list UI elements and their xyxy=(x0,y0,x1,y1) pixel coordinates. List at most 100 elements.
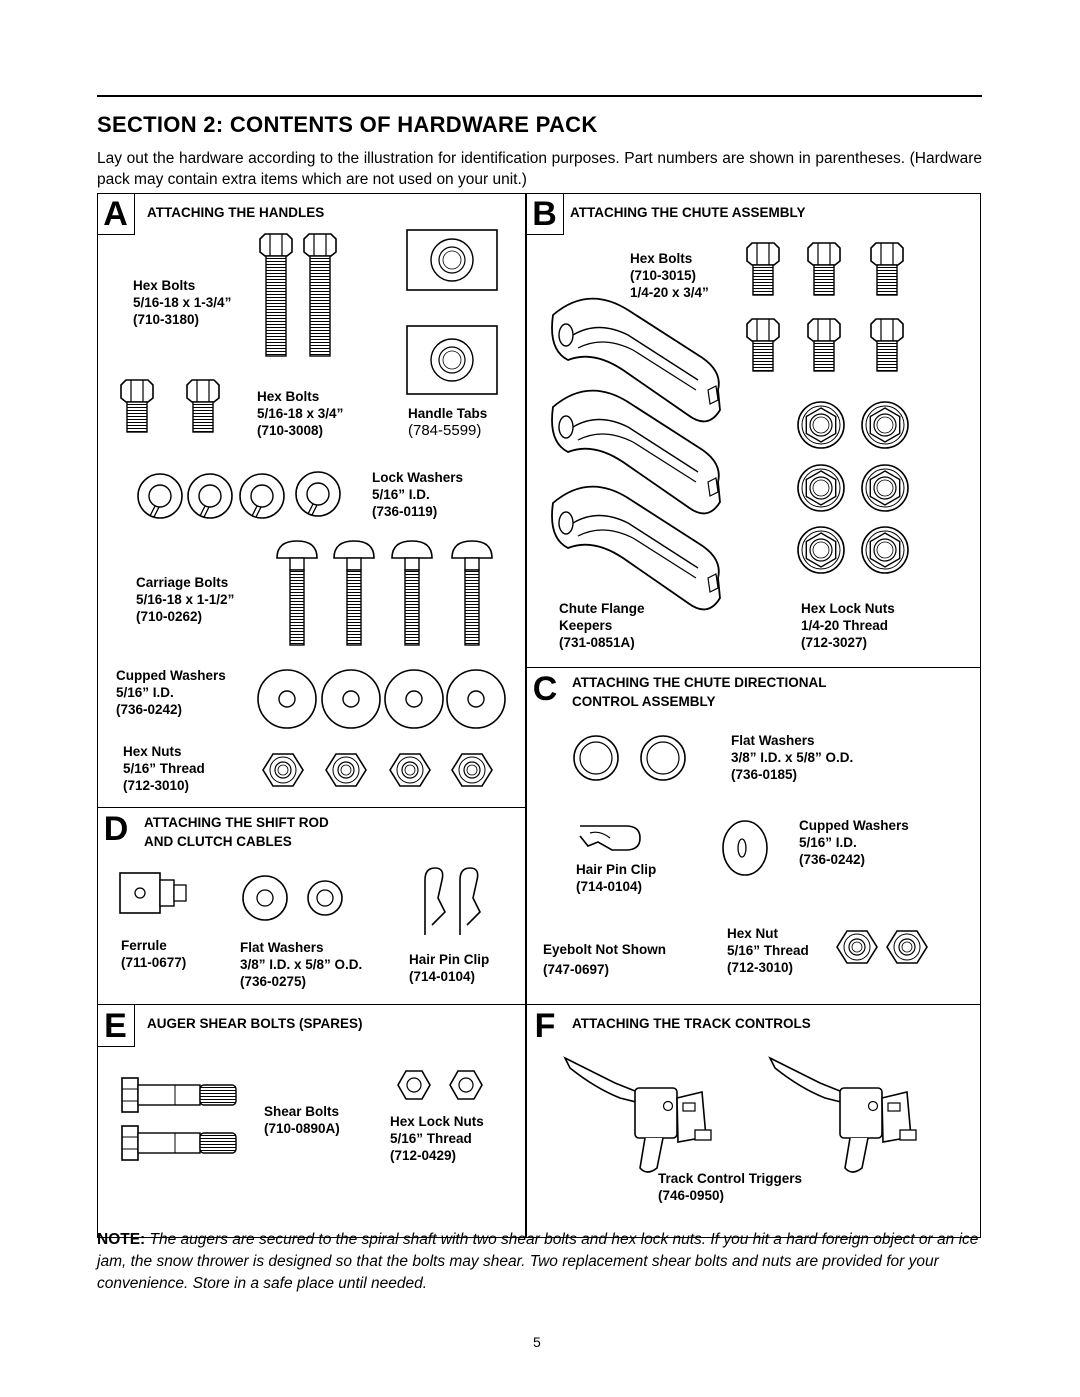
hex-nut-icon xyxy=(836,930,878,964)
handle-tab-icon xyxy=(406,325,498,395)
section-c-title-2: CONTROL ASSEMBLY xyxy=(572,694,716,709)
track-control-trigger-icon xyxy=(769,1057,917,1173)
c-eyebolt-label: Eyebolt Not Shown (747-0697) xyxy=(543,942,666,977)
a-carriage-bolts-label: Carriage Bolts 5/16-18 x 1-1/2” (710-026… xyxy=(136,575,235,624)
d-ferrule-label: Ferrule (711-0677) xyxy=(121,938,187,970)
column-divider xyxy=(525,193,527,1238)
cupped-washer-icon xyxy=(446,669,506,729)
page-title: SECTION 2: CONTENTS OF HARDWARE PACK xyxy=(97,112,598,137)
hex-lock-nut-icon xyxy=(861,464,909,512)
hex-nut-icon xyxy=(325,753,367,787)
section-e-badge: E xyxy=(97,1005,135,1047)
note-text: The augers are secured to the spiral sha… xyxy=(97,1231,979,1292)
intro-paragraph: Lay out the hardware according to the il… xyxy=(97,150,982,188)
carriage-bolt-icon xyxy=(333,540,375,646)
carriage-bolt-icon xyxy=(451,540,493,646)
divider-b-c xyxy=(525,667,981,668)
ferrule-icon xyxy=(119,872,187,914)
hex-lock-nut-icon xyxy=(861,526,909,574)
hex-lock-nut-icon xyxy=(449,1070,483,1100)
carriage-bolt-icon xyxy=(391,540,433,646)
divider-d-e xyxy=(97,1004,525,1005)
c-flat-washers-label: Flat Washers 3/8” I.D. x 5/8” O.D. (736-… xyxy=(731,733,854,782)
long-hex-bolt-icon xyxy=(259,233,293,357)
flat-washer-icon xyxy=(242,875,288,921)
e-shear-bolts-label: Shear Bolts (710-0890A) xyxy=(264,1104,340,1136)
hex-lock-nut-icon xyxy=(797,401,845,449)
flat-washer-icon xyxy=(573,735,619,781)
f-triggers-label: Track Control Triggers (746-0950) xyxy=(658,1171,803,1203)
section-b-title: ATTACHING THE CHUTE ASSEMBLY xyxy=(570,205,806,220)
hex-lock-nut-icon xyxy=(397,1070,431,1100)
flat-washer-icon xyxy=(640,735,686,781)
section-b-badge: B xyxy=(526,193,564,235)
a-hex-nuts-label: Hex Nuts 5/16” Thread (712-3010) xyxy=(123,744,205,793)
section-d-title-1: ATTACHING THE SHIFT ROD xyxy=(144,815,329,830)
a-lock-washers-label: Lock Washers 5/16” I.D. (736-0119) xyxy=(372,470,464,519)
cupped-washer-icon xyxy=(722,820,768,876)
hex-bolt-icon xyxy=(871,243,903,295)
hex-bolt-icon xyxy=(747,243,779,295)
c-hex-nut-label: Hex Nut 5/16” Thread (712-3010) xyxy=(727,926,809,975)
section-e-title: AUGER SHEAR BOLTS (SPARES) xyxy=(147,1016,363,1031)
long-hex-bolt-icon xyxy=(303,233,337,357)
track-control-trigger-icon xyxy=(564,1057,712,1173)
hair-pin-clip-icon xyxy=(459,867,481,935)
a-handle-tabs-label: Handle Tabs (784-5599) xyxy=(408,406,488,439)
hex-nut-icon xyxy=(451,753,493,787)
b-hex-bolts-label: Hex Bolts (710-3015) 1/4-20 x 3/4” xyxy=(630,251,709,300)
short-hex-bolt-icon xyxy=(187,380,219,432)
divider-a-d xyxy=(97,807,525,808)
section-a-badge: A xyxy=(97,193,135,235)
a-hex-bolts-long-label: Hex Bolts 5/16-18 x 1-3/4” (710-3180) xyxy=(133,278,232,327)
handle-tab-icon xyxy=(406,229,498,291)
a-hex-bolts-short-label: Hex Bolts 5/16-18 x 3/4” (710-3008) xyxy=(257,389,344,438)
section-d-badge: D xyxy=(103,810,129,848)
section-f-badge: F xyxy=(534,1007,556,1045)
e-hex-lock-nuts-label: Hex Lock Nuts 5/16” Thread (712-0429) xyxy=(390,1114,484,1163)
hex-bolt-icon xyxy=(808,319,840,371)
cupped-washer-icon xyxy=(384,669,444,729)
cupped-washer-icon xyxy=(257,669,317,729)
top-rule xyxy=(97,95,982,97)
note-paragraph: NOTE: The augers are secured to the spir… xyxy=(97,1229,983,1295)
hex-lock-nut-icon xyxy=(797,526,845,574)
flat-washer-icon xyxy=(307,880,343,916)
d-hair-pin-clip-label: Hair Pin Clip (714-0104) xyxy=(409,952,490,984)
section-d-title-2: AND CLUTCH CABLES xyxy=(144,834,292,849)
lock-washer-icon xyxy=(295,471,341,517)
hex-lock-nut-icon xyxy=(861,401,909,449)
section-a-title: ATTACHING THE HANDLES xyxy=(147,205,325,220)
hex-nut-icon xyxy=(886,930,928,964)
hex-bolt-icon xyxy=(747,319,779,371)
section-c-badge: C xyxy=(532,670,558,708)
hardware-frame xyxy=(97,193,981,1238)
lock-washer-icon xyxy=(187,473,233,519)
c-hair-pin-clip-label: Hair Pin Clip (714-0104) xyxy=(576,862,657,894)
shear-bolt-icon xyxy=(121,1077,237,1113)
lock-washer-icon xyxy=(137,473,183,519)
page-number: 5 xyxy=(533,1334,541,1350)
c-cupped-washers-label: Cupped Washers 5/16” I.D. (736-0242) xyxy=(799,818,909,867)
a-cupped-washers-label: Cupped Washers 5/16” I.D. (736-0242) xyxy=(116,668,226,717)
hex-lock-nut-icon xyxy=(797,464,845,512)
b-hex-lock-nuts-label: Hex Lock Nuts 1/4-20 Thread (712-3027) xyxy=(801,601,895,650)
short-hex-bolt-icon xyxy=(121,380,153,432)
hex-nut-icon xyxy=(389,753,431,787)
hair-pin-clip-icon xyxy=(579,825,641,851)
lock-washer-icon xyxy=(239,473,285,519)
shear-bolt-icon xyxy=(121,1125,237,1161)
carriage-bolt-icon xyxy=(276,540,318,646)
b-chute-keepers-label: Chute Flange Keepers (731-0851A) xyxy=(559,601,645,650)
hair-pin-clip-icon xyxy=(424,867,446,935)
section-f-title: ATTACHING THE TRACK CONTROLS xyxy=(572,1016,811,1031)
note-label: NOTE: xyxy=(97,1231,146,1248)
hex-bolt-icon xyxy=(808,243,840,295)
d-flat-washers-label: Flat Washers 3/8” I.D. x 5/8” O.D. (736-… xyxy=(240,940,363,989)
cupped-washer-icon xyxy=(321,669,381,729)
section-c-title-1: ATTACHING THE CHUTE DIRECTIONAL xyxy=(572,675,827,690)
divider-c-f xyxy=(525,1004,981,1005)
hex-bolt-icon xyxy=(871,319,903,371)
hex-nut-icon xyxy=(262,753,304,787)
